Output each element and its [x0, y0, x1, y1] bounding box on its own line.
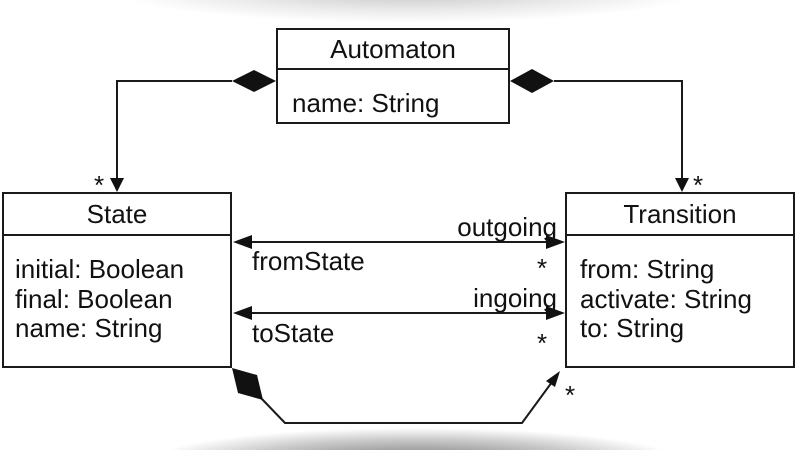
bottom-shadow-gradient	[0, 423, 800, 450]
composition-automaton-transition: *	[510, 69, 703, 200]
association-name-label: ingoing	[473, 283, 557, 313]
attribute-row: name: String	[15, 313, 163, 343]
class-transition-attributes: from: String activate: String to: String	[567, 236, 793, 344]
arrowhead-icon	[546, 235, 565, 249]
attribute-row: final: Boolean	[15, 283, 173, 314]
multiplicity-label: *	[537, 328, 547, 358]
class-automaton-title: Automaton	[278, 30, 508, 70]
arrowhead-icon	[675, 178, 689, 192]
association-outgoing: outgoing fromState *	[233, 212, 565, 283]
class-state: State initial: Boolean final: Boolean na…	[2, 192, 232, 368]
class-automaton-attributes: name: String	[278, 70, 508, 119]
composition-diamond-icon	[232, 70, 276, 92]
multiplicity-label: *	[94, 170, 104, 200]
composition-line	[116, 80, 232, 180]
composition-line	[260, 381, 553, 424]
class-state-title: State	[4, 194, 230, 236]
arrowhead-icon	[233, 306, 252, 320]
class-automaton: Automaton name: String	[276, 28, 510, 124]
class-transition-title: Transition	[567, 194, 793, 236]
multiplicity-label: *	[565, 380, 575, 410]
arrowhead-icon	[546, 371, 560, 387]
multiplicity-label: *	[537, 253, 547, 283]
class-state-attributes: initial: Boolean final: Boolean name: St…	[4, 236, 230, 344]
arrowhead-icon	[233, 235, 252, 249]
composition-state-transition: *	[232, 368, 575, 424]
attribute-row: name: String	[292, 88, 440, 118]
multiplicity-label: *	[693, 170, 703, 200]
arrowhead-icon	[546, 306, 565, 320]
composition-automaton-state: *	[94, 70, 276, 200]
composition-diamond-icon	[232, 368, 263, 400]
top-shadow-gradient	[0, 0, 800, 28]
attribute-row: to: String	[580, 313, 685, 343]
class-transition: Transition from: String activate: String…	[565, 192, 795, 368]
association-name-label: outgoing	[457, 212, 557, 242]
role-label: fromState	[252, 246, 365, 276]
attribute-row: activate: String	[580, 283, 752, 314]
composition-line	[554, 80, 683, 180]
arrowhead-icon	[110, 178, 124, 192]
association-ingoing: ingoing toState *	[233, 283, 565, 358]
role-label: toState	[252, 318, 334, 348]
composition-diamond-icon	[510, 69, 554, 93]
attribute-row: initial: Boolean	[15, 254, 185, 284]
attribute-row: from: String	[580, 254, 715, 284]
